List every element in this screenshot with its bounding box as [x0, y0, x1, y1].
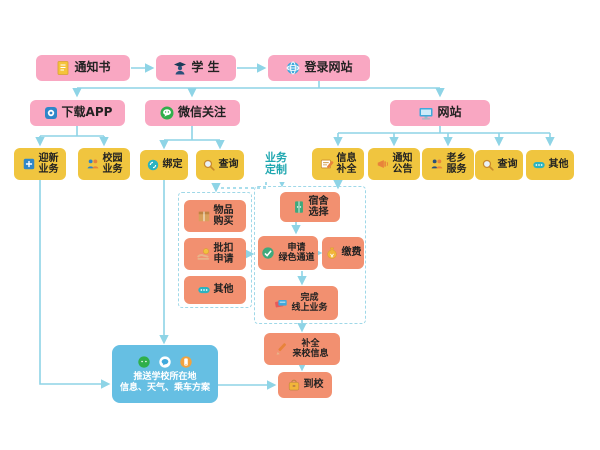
- notice-label: 通知书: [74, 60, 111, 75]
- node-arrive-school: 到校: [278, 372, 332, 398]
- complete-arrival-info-label: 补全 来校信息: [292, 338, 329, 359]
- ellipsis-icon: [197, 286, 210, 294]
- download-app-label: 下载APP: [61, 105, 113, 120]
- wechat-bubble-icon: [138, 356, 150, 369]
- website-label: 网站: [437, 105, 462, 120]
- node-download-app: 下载APP: [30, 100, 125, 126]
- node-other-custom: 其他: [184, 276, 246, 304]
- node-welcome-biz: 迎新 业务: [14, 148, 66, 180]
- node-push-info: 推送学校所在地 信息、天气、乘车方案: [112, 345, 218, 403]
- node-login-site: 登录网站: [268, 55, 370, 81]
- pencil-icon: [277, 343, 287, 355]
- green-check-icon: [262, 247, 275, 259]
- wechat-follow-label: 微信关注: [177, 105, 226, 120]
- node-pay-fee: 缴费: [322, 237, 364, 269]
- node-query-web: 查询: [475, 150, 523, 180]
- monitor-icon: [419, 108, 433, 120]
- info-complete-label: 信息 补全: [336, 152, 357, 175]
- other-web-label: 其他: [548, 159, 569, 171]
- magnifier-icon: [482, 159, 494, 171]
- schoolbag-icon: [288, 379, 299, 391]
- dorm-select-label: 宿舍 选择: [308, 195, 329, 218]
- other-custom-label: 其他: [213, 284, 234, 296]
- link-globe-icon: [147, 159, 158, 171]
- wechat-icon: [160, 106, 174, 120]
- magnifier-icon: [203, 159, 215, 171]
- megaphone-icon: [377, 160, 388, 168]
- login-site-label: 登录网站: [304, 60, 353, 75]
- ellipsis-icon: [532, 161, 545, 169]
- bind-label: 绑定: [162, 159, 183, 171]
- query-web-label: 查询: [497, 159, 518, 171]
- node-complete-arrival-info: 补全 来校信息: [264, 333, 340, 365]
- package-icon: [198, 211, 209, 222]
- welcome-biz-label: 迎新 业务: [38, 152, 59, 175]
- item-purchase-label: 物品 购买: [213, 204, 234, 227]
- cards-icon: [275, 299, 288, 308]
- green-channel-label: 申请 绿色通道: [278, 242, 315, 263]
- biz-custom-label: 业务 定制: [265, 150, 287, 176]
- query-wechat-label: 查询: [218, 159, 239, 171]
- globe-icon: [287, 61, 300, 75]
- batch-deduct-label: 批扣 申请: [213, 242, 234, 265]
- node-student: 学 生: [156, 55, 236, 81]
- hometown-service-label: 老乡 服务: [446, 152, 467, 175]
- campus-biz-label: 校园 业务: [102, 152, 123, 175]
- online-business-group-outline: [254, 186, 366, 324]
- node-finish-online: 完成 线上业务: [264, 286, 338, 320]
- node-item-purchase: 物品 购买: [184, 200, 246, 232]
- form-pencil-icon: [320, 159, 333, 169]
- phone-icon: [180, 356, 192, 369]
- node-batch-deduct: 批扣 申请: [184, 238, 246, 270]
- node-hometown-service: 老乡 服务: [422, 148, 474, 180]
- people-icon: [431, 159, 442, 169]
- notice-announce-label: 通知 公告: [392, 152, 413, 175]
- push-icons: [137, 355, 193, 369]
- node-other-web: 其他: [526, 150, 574, 180]
- document-icon: [58, 61, 69, 75]
- student-icon: [174, 62, 187, 75]
- moneybag-icon: [326, 247, 337, 259]
- finish-online-label: 完成 线上业务: [291, 292, 328, 313]
- chat-icon: [159, 356, 171, 369]
- arrive-school-label: 到校: [303, 379, 324, 391]
- people-icon: [87, 159, 98, 169]
- node-notice: 通知书: [36, 55, 130, 81]
- welcome-icon: [23, 158, 34, 170]
- hand-coin-icon: [196, 248, 209, 260]
- node-campus-biz: 校园 业务: [78, 148, 130, 180]
- node-dorm-select: 宿舍 选择: [280, 192, 340, 222]
- node-biz-custom: 业务 定制: [252, 146, 300, 182]
- node-notice-announce: 通知 公告: [368, 148, 420, 180]
- node-green-channel: 申请 绿色通道: [258, 236, 318, 270]
- node-website: 网站: [390, 100, 490, 126]
- pay-fee-label: 缴费: [341, 247, 362, 259]
- node-info-complete: 信息 补全: [312, 148, 364, 180]
- wardrobe-icon: [294, 201, 303, 213]
- app-icon: [44, 107, 57, 119]
- node-wechat-follow: 微信关注: [145, 100, 240, 126]
- node-query-wechat: 查询: [196, 150, 244, 180]
- student-label: 学 生: [191, 60, 220, 75]
- node-bind: 绑定: [140, 150, 188, 180]
- push-info-label: 推送学校所在地 信息、天气、乘车方案: [119, 372, 210, 393]
